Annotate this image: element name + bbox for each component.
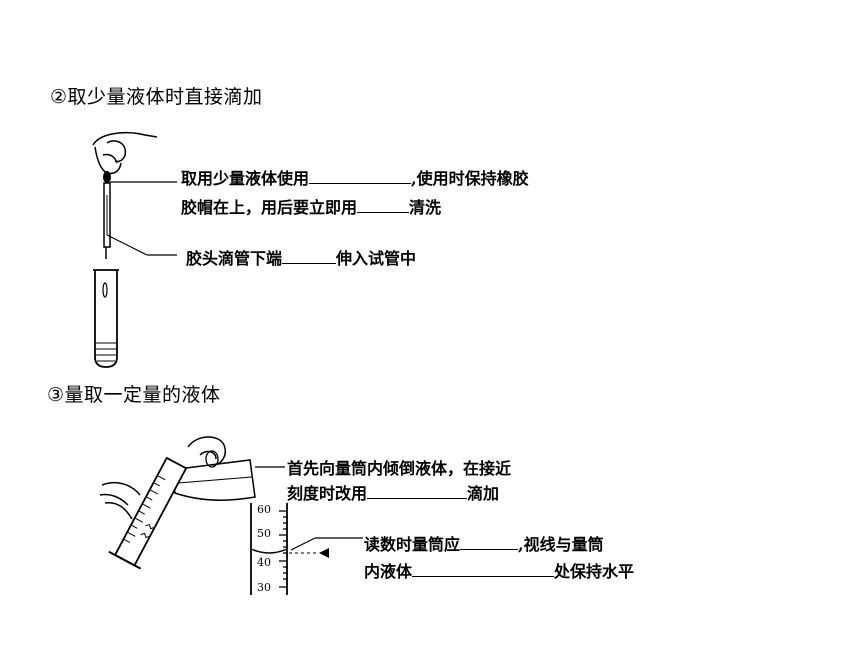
dropper-note-1b: ,使用时保持橡胶 (411, 169, 529, 188)
dropper-note-line-1: 取用少量液体使用 ,使用时保持橡胶 (181, 165, 529, 189)
dropper-note-2b: 伸入试管中 (336, 249, 417, 268)
cylinder-note-line-1: 首先向量筒内倾倒液体，在接近 (287, 455, 511, 479)
scale-label-50: 50 (257, 527, 271, 540)
answer-blank[interactable] (367, 482, 468, 499)
dropper-note-1c: 胶帽在上，用后要立即用 (181, 198, 358, 217)
cylinder-note-line-4: 内液体 处保持水平 (364, 558, 634, 582)
dropper-testtube-illustration (85, 125, 185, 375)
scale-label-40: 40 (257, 556, 271, 569)
cylinder-scale-illustration (245, 503, 345, 598)
cylinder-note-2a: 读数时量筒应 (364, 535, 461, 554)
graduated-cylinder-illustration (100, 425, 300, 595)
scale-label-60: 60 (257, 503, 271, 516)
dropper-note-line-3: 胶头滴管下端 伸入试管中 (186, 245, 416, 269)
answer-blank[interactable] (357, 196, 410, 213)
answer-blank[interactable] (309, 167, 412, 184)
dropper-note-2a: 胶头滴管下端 (186, 249, 283, 268)
scale-label-30: 30 (257, 581, 271, 594)
cylinder-note-1b: 刻度时改用 (287, 484, 368, 503)
answer-blank[interactable] (282, 247, 337, 264)
dropper-note-line-2: 胶帽在上，用后要立即用 清洗 (181, 194, 441, 218)
cylinder-note-2c: 内液体 (364, 562, 413, 581)
dropper-note-1a: 取用少量液体使用 (181, 169, 310, 188)
section-2-heading: ②取少量液体时直接滴加 (50, 86, 263, 108)
dropper-note-1d: 清洗 (409, 198, 442, 217)
answer-blank[interactable] (460, 533, 519, 550)
cylinder-note-2b: ,视线与量筒 (518, 535, 604, 554)
cylinder-note-2d: 处保持水平 (554, 562, 635, 581)
cylinder-note-1c: 滴加 (467, 484, 500, 503)
cylinder-note-line-3: 读数时量筒应 ,视线与量筒 (364, 531, 604, 555)
answer-blank[interactable] (412, 560, 555, 577)
section-3-heading: ③量取一定量的液体 (47, 384, 221, 406)
cylinder-note-line-2: 刻度时改用 滴加 (287, 480, 499, 504)
cylinder-note-1a: 首先向量筒内倾倒液体，在接近 (287, 459, 512, 478)
